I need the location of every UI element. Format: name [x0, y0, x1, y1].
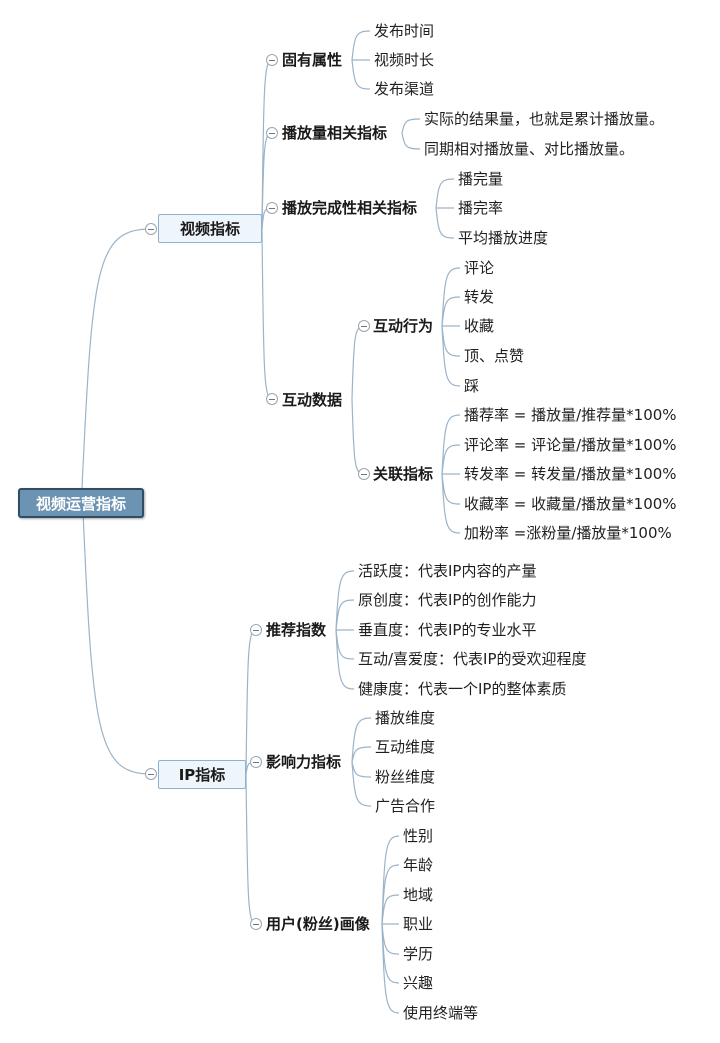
node-ip-label: IP指标	[178, 766, 226, 784]
leaf-related-3: 收藏率 = 收藏量/播放量*100%	[464, 495, 677, 513]
connector	[435, 178, 455, 209]
leaf-play-1: 同期相对播放量、对比播放量。	[424, 140, 635, 158]
collapse-recommend-icon[interactable]	[250, 624, 262, 636]
node-play-metrics[interactable]: 播放量相关指标	[282, 124, 388, 142]
connector	[351, 59, 371, 90]
leaf-influence-1: 互动维度	[375, 738, 436, 756]
connector	[351, 30, 371, 61]
node-recommend-index[interactable]: 推荐指数	[266, 621, 327, 639]
collapse-persona-icon[interactable]	[250, 918, 262, 930]
connector	[81, 228, 152, 489]
collapse-influence-icon[interactable]	[250, 756, 262, 768]
collapse-interaction-icon[interactable]	[266, 393, 278, 405]
connector	[401, 132, 421, 150]
connector	[441, 414, 461, 475]
collapse-ip-icon[interactable]	[145, 768, 157, 780]
leaf-related-0: 播荐率 = 播放量/推荐量*100%	[464, 406, 677, 424]
root-node[interactable]: 视频运营指标	[18, 488, 144, 518]
connector	[381, 864, 400, 925]
node-completion-metrics[interactable]: 播放完成性相关指标	[282, 199, 418, 217]
leaf-completion-0: 播完量	[458, 170, 504, 188]
leaf-persona-4: 学历	[403, 945, 434, 963]
connector	[381, 835, 400, 925]
node-ip-metrics[interactable]: IP指标	[158, 760, 246, 789]
node-related-metrics[interactable]: 关联指标	[373, 465, 434, 483]
leaf-influence-2: 粉丝维度	[375, 768, 436, 786]
connector	[351, 398, 365, 475]
leaf-completion-1: 播完率	[458, 199, 504, 217]
connector	[351, 761, 372, 778]
connector	[401, 118, 421, 134]
leaf-behavior-4: 踩	[464, 377, 480, 395]
connector	[261, 228, 273, 400]
leaf-behavior-1: 转发	[464, 288, 495, 306]
collapse-related-icon[interactable]	[358, 468, 370, 480]
connector	[351, 761, 372, 807]
connector	[245, 629, 257, 775]
node-inherent-attributes[interactable]: 固有属性	[282, 51, 343, 69]
connector	[351, 325, 365, 400]
connector	[381, 923, 400, 1014]
leaf-persona-5: 兴趣	[403, 974, 434, 992]
connector	[335, 629, 355, 690]
leaf-recommend-4: 健康度：代表一个IP的整体素质	[358, 680, 567, 698]
connector	[441, 296, 461, 327]
collapse-completion-icon[interactable]	[266, 202, 278, 214]
node-influence-metrics[interactable]: 影响力指标	[266, 753, 342, 771]
leaf-recommend-0: 活跃度：代表IP内容的产量	[358, 562, 537, 580]
leaf-recommend-2: 垂直度：代表IP的专业水平	[358, 621, 537, 639]
leaf-persona-3: 职业	[403, 915, 434, 933]
collapse-inherent-icon[interactable]	[266, 54, 278, 66]
connector	[335, 599, 355, 631]
node-video-label: 视频指标	[179, 220, 240, 238]
leaf-play-0: 实际的结果量，也就是累计播放量。	[424, 110, 665, 128]
connector	[381, 923, 400, 955]
leaf-related-1: 评论率 = 评论量/播放量*100%	[464, 436, 677, 454]
connector	[435, 207, 455, 239]
leaf-persona-2: 地域	[403, 886, 434, 904]
leaf-persona-6: 使用终端等	[403, 1004, 479, 1022]
leaf-recommend-3: 互动/喜爱度：代表IP的受欢迎程度	[358, 650, 587, 668]
connector	[381, 894, 400, 925]
connector	[81, 487, 152, 775]
leaf-related-4: 加粉率 =涨粉量/播放量*100%	[464, 524, 672, 542]
connector	[351, 746, 372, 763]
leaf-inherent-1: 视频时长	[374, 51, 435, 69]
node-video-metrics[interactable]: 视频指标	[158, 214, 262, 243]
leaf-influence-3: 广告合作	[375, 797, 436, 815]
connector	[441, 325, 461, 357]
leaf-persona-1: 年龄	[403, 856, 434, 874]
leaf-completion-2: 平均播放进度	[458, 229, 549, 247]
leaf-influence-0: 播放维度	[375, 709, 436, 727]
connector	[441, 325, 461, 387]
leaf-behavior-3: 顶、点赞	[464, 347, 525, 365]
leaf-inherent-2: 发布渠道	[374, 80, 435, 98]
connector	[441, 473, 461, 505]
collapse-video-icon[interactable]	[145, 223, 157, 235]
connector	[351, 717, 372, 763]
connector	[335, 570, 355, 631]
root-label: 视频运营指标	[35, 494, 126, 513]
leaf-recommend-1: 原创度：代表IP的创作能力	[358, 591, 537, 609]
node-user-persona[interactable]: 用户(粉丝)画像	[266, 915, 370, 933]
connector	[441, 444, 461, 475]
leaf-persona-0: 性别	[403, 827, 434, 845]
collapse-play-icon[interactable]	[266, 127, 278, 139]
leaf-related-2: 转发率 = 转发量/播放量*100%	[464, 465, 677, 483]
leaf-behavior-2: 收藏	[464, 317, 495, 335]
connector	[441, 473, 461, 534]
collapse-behavior-icon[interactable]	[358, 320, 370, 332]
connector	[245, 773, 257, 925]
connector	[335, 629, 355, 660]
leaf-inherent-0: 发布时间	[374, 22, 435, 40]
node-interaction-data[interactable]: 互动数据	[282, 391, 343, 409]
leaf-behavior-0: 评论	[464, 259, 495, 277]
node-interaction-behavior[interactable]: 互动行为	[373, 317, 434, 335]
connector	[441, 267, 461, 327]
